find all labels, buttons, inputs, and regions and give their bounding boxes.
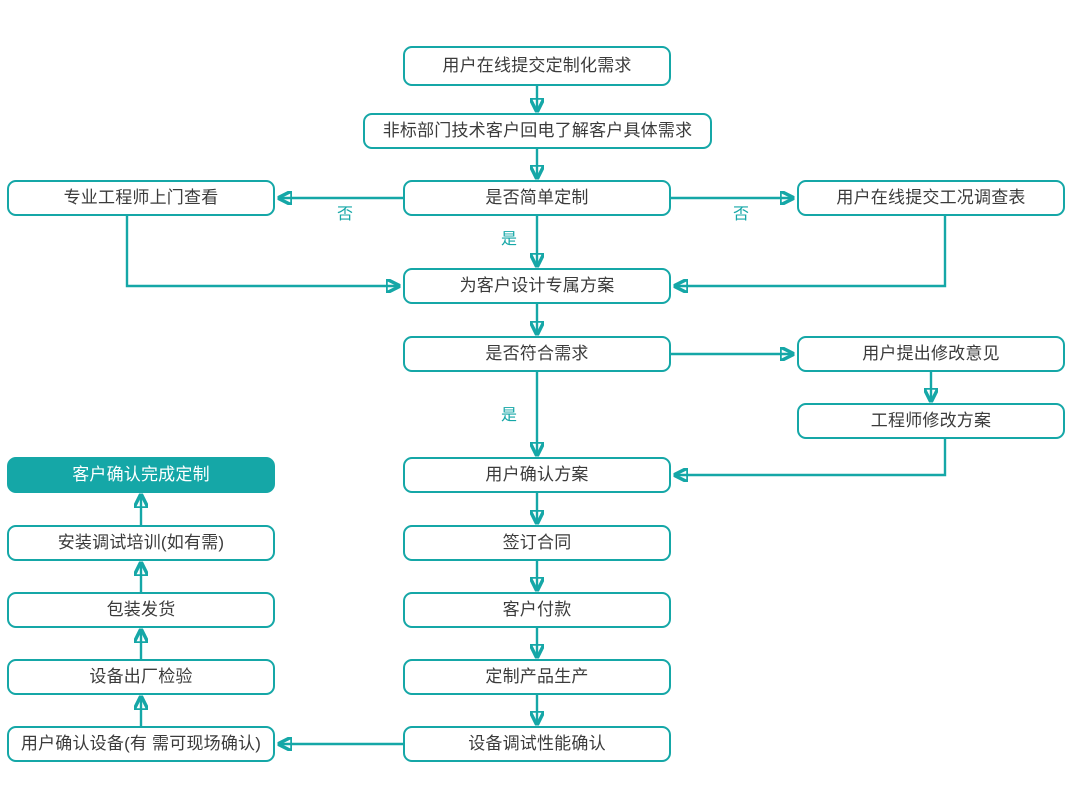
node-engineer-revise-plan[interactable]: 工程师修改方案 [797, 403, 1065, 439]
edge-label-no-right: 否 [733, 206, 750, 223]
node-installation-training[interactable]: 安装调试培训(如有需) [7, 525, 275, 561]
node-user-revision-feedback[interactable]: 用户提出修改意见 [797, 336, 1065, 372]
node-user-confirm-equipment[interactable]: 用户确认设备(有 需可现场确认) [7, 726, 275, 762]
node-user-submit-survey-form[interactable]: 用户在线提交工况调查表 [797, 180, 1065, 216]
node-user-confirm-plan[interactable]: 用户确认方案 [403, 457, 671, 493]
connector-n4-n6 [125, 216, 399, 286]
node-design-custom-plan[interactable]: 为客户设计专属方案 [403, 268, 671, 304]
node-customization-complete[interactable]: 客户确认完成定制 [7, 457, 275, 493]
node-meets-requirements[interactable]: 是否符合需求 [403, 336, 671, 372]
node-packaging-shipping[interactable]: 包装发货 [7, 592, 275, 628]
edge-label-yes-mid: 是 [501, 407, 518, 424]
node-sign-contract[interactable]: 签订合同 [403, 525, 671, 561]
node-factory-inspection[interactable]: 设备出厂检验 [7, 659, 275, 695]
node-user-submit-request[interactable]: 用户在线提交定制化需求 [403, 46, 671, 86]
edge-label-no-left: 否 [337, 206, 354, 223]
node-tech-callback[interactable]: 非标部门技术客户回电了解客户具体需求 [363, 113, 712, 149]
node-equipment-commissioning[interactable]: 设备调试性能确认 [403, 726, 671, 762]
connector-n5-n6 [675, 216, 947, 286]
node-customer-payment[interactable]: 客户付款 [403, 592, 671, 628]
edge-label-yes-top: 是 [501, 231, 518, 248]
node-engineer-onsite-visit[interactable]: 专业工程师上门查看 [7, 180, 275, 216]
node-is-simple-customization[interactable]: 是否简单定制 [403, 180, 671, 216]
connector-n9-n10 [675, 439, 947, 475]
node-custom-production[interactable]: 定制产品生产 [403, 659, 671, 695]
